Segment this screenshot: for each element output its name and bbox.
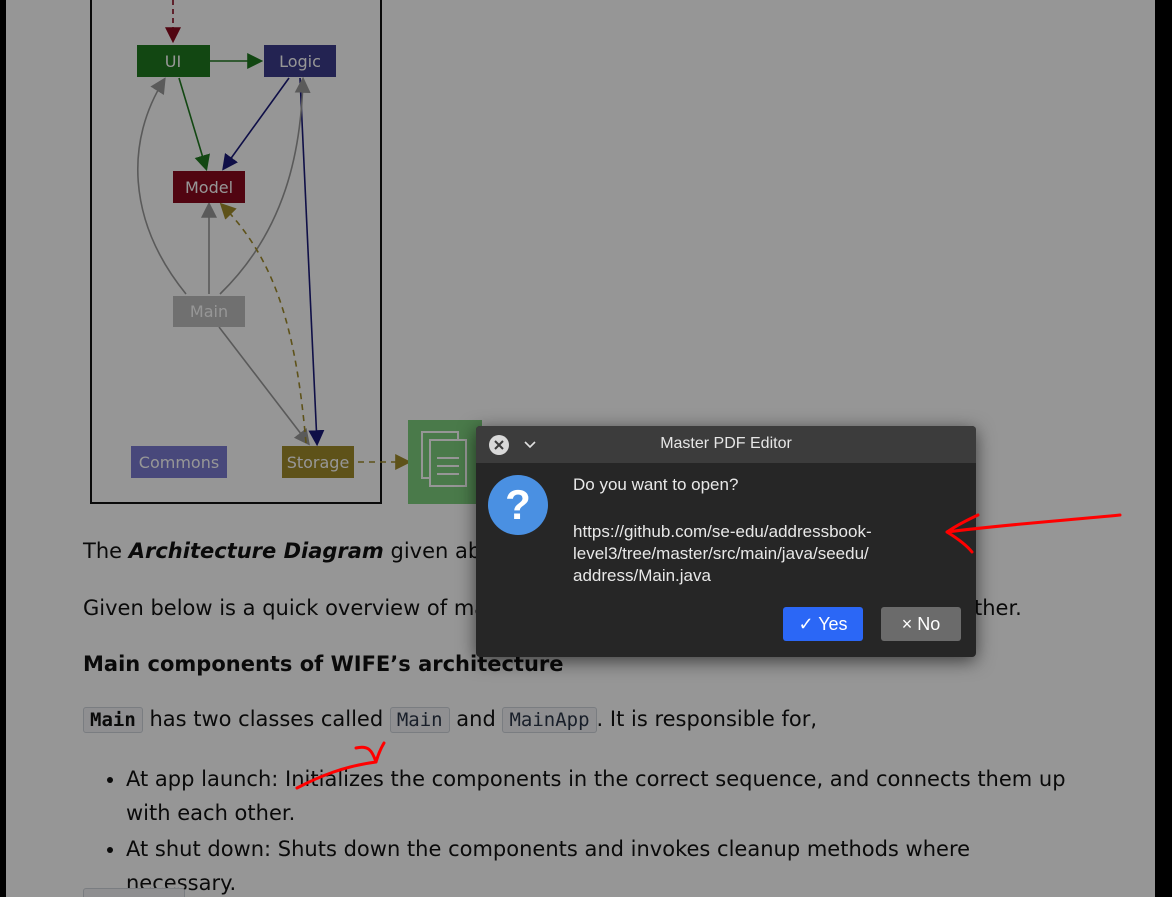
model-node [173, 171, 245, 203]
file-icon [408, 420, 482, 504]
open-link-dialog: Master PDF Editor ? Do you want to open?… [476, 426, 976, 657]
para3-text3: . It is responsible for, [596, 707, 818, 731]
storage-node [282, 446, 354, 478]
list-item-launch: At app launch: Initializes the component… [126, 762, 1076, 830]
code-mainapp: MainApp [502, 707, 597, 733]
partial-code-block [83, 888, 185, 897]
commons-node-label: Commons [139, 453, 219, 472]
paragraph-overview-start: Given below is a quick overview of mai [83, 596, 494, 620]
para3-text2: and [449, 707, 503, 731]
model-node-label: Model [185, 178, 233, 197]
architecture-diagram: UI Logic Model Main Commons Storage [90, 0, 482, 504]
main-node [173, 296, 245, 327]
commons-node [131, 446, 227, 478]
code-main-bold: Main [83, 707, 143, 733]
arrow-logic-storage [299, 77, 325, 447]
dialog-title: Master PDF Editor [660, 435, 792, 452]
chevron-down-icon[interactable] [522, 434, 538, 457]
architecture-diagram-link: Architecture Diagram [128, 539, 384, 563]
arrow-ui-model [178, 77, 210, 172]
close-icon[interactable] [489, 435, 509, 455]
dialog-question: Do you want to open? [573, 475, 739, 494]
list-item-shutdown: At shut down: Shuts down the components … [126, 832, 1076, 897]
arrow-storage-model [219, 202, 307, 444]
yes-button[interactable]: ✓ Yes [783, 607, 863, 641]
question-mark-icon: ? [488, 475, 548, 535]
architecture-boundary [90, 0, 382, 504]
arrow-main-logic [219, 76, 311, 295]
arrow-logic-model [222, 77, 290, 171]
paragraph-overview-end: ther. [974, 596, 1022, 620]
arrow-main-ui [136, 77, 187, 295]
responsibility-list: At app launch: Initializes the component… [84, 762, 1076, 897]
dialog-titlebar: Master PDF Editor [476, 426, 976, 463]
ui-node [137, 45, 210, 77]
paragraph-main-classes: Main has two classes called Main and Mai… [83, 707, 818, 733]
logic-node-label: Logic [279, 52, 321, 71]
main-node-label: Main [190, 302, 228, 321]
arrow-main-storage [218, 326, 310, 446]
storage-node-label: Storage [287, 453, 350, 472]
para1-prefix: The [83, 539, 129, 563]
logic-node [264, 45, 336, 77]
para3-text1: has two classes called [142, 707, 390, 731]
no-button[interactable]: × No [881, 607, 961, 641]
ui-node-label: UI [165, 52, 181, 71]
dialog-url: https://github.com/se-edu/addressbook- l… [573, 522, 872, 585]
code-main: Main [389, 707, 450, 733]
